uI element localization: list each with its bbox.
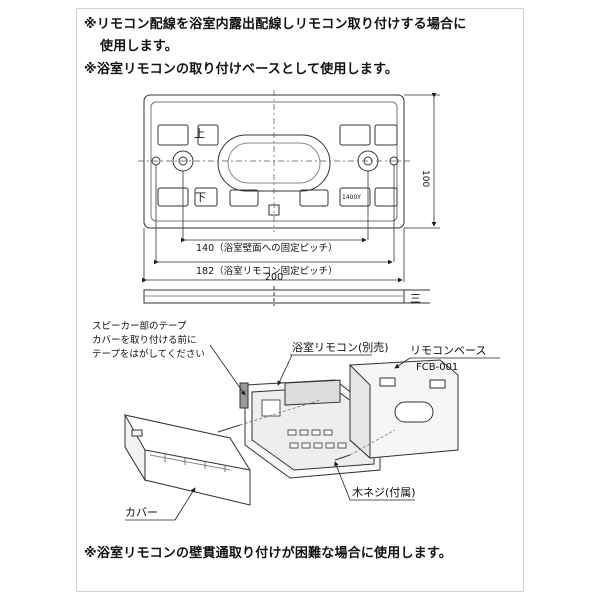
dim-200-label: 200 [265, 272, 283, 283]
screw-label: 木ネジ(付属) [352, 486, 416, 499]
cover-label: カバー [125, 506, 158, 519]
footer-note: ※浴室リモコンの壁貫通取り付けが困難な場合に使用します。 [84, 546, 452, 561]
note-line-1: ※リモコン配線を浴室内露出配線しリモコン取り付けする場合に [84, 17, 467, 32]
bottom-marker-label: 下 [195, 191, 206, 204]
note-line-3: ※浴室リモコンの取り付けベースとして使用します。 [84, 62, 399, 77]
remote-label: 浴室リモコン(別売) [292, 340, 389, 354]
model-label: FCB-001 [416, 362, 458, 373]
side-dim-label: 三 [410, 292, 421, 305]
speaker-tape-note-3: テープをはがしてください [92, 348, 205, 360]
small-mark: 1400Y [342, 194, 361, 201]
speaker-tape-note-2: カバーを取り付ける前に [92, 334, 197, 346]
figure-frame [76, 8, 524, 592]
top-marker-label: 上 [194, 127, 205, 140]
dim-182-label: 182（浴室リモコン固定ピッチ） [196, 265, 338, 277]
screw-icon [217, 424, 351, 461]
speaker-tape-note-1: スピーカー部のテープ [92, 320, 187, 332]
base-plate-side-view [143, 286, 430, 306]
dim-height-label: 100 [420, 170, 430, 187]
base-label: リモコンベース [410, 344, 486, 357]
top-tab [197, 124, 219, 146]
remote-base-illustration [349, 359, 459, 460]
remote-illustration [239, 379, 381, 479]
dim-140-label: 140（浴室壁面への固定ピッチ） [196, 242, 338, 254]
note-line-2: 使用します。 [100, 39, 178, 54]
cover-illustration [124, 413, 251, 506]
